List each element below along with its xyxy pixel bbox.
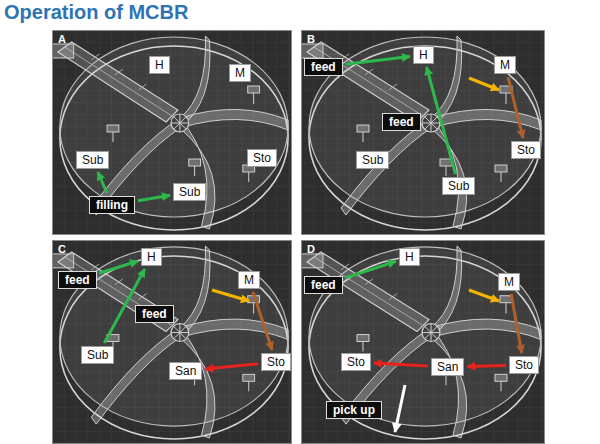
label-text: Sto [253, 151, 271, 165]
compartment-label: H [141, 248, 162, 266]
label-text: feed [311, 60, 336, 74]
flow-arrow [508, 77, 523, 138]
label-text: Sto [267, 355, 285, 369]
flow-arrow [98, 172, 107, 193]
operation-label: feed [382, 113, 421, 131]
compartment-label: Sto [511, 141, 541, 159]
compartment-label: Sto [341, 353, 371, 371]
compartment-label: H [399, 248, 420, 266]
stage-panel: CH M SubSan Sto feed feed [52, 240, 292, 444]
flow-arrow [346, 261, 396, 277]
label-text: Sto [515, 358, 533, 372]
label-text: San [175, 364, 196, 378]
compartment-label: Sto [261, 353, 291, 371]
stage-panel: BHMSubSubStofeedfeed [301, 30, 545, 235]
compartment-label: Sub [76, 151, 109, 169]
label-text: M [235, 66, 245, 80]
operation-label: pick up [326, 401, 382, 419]
label-text: H [155, 58, 164, 72]
panel-letter: D [307, 243, 539, 256]
label-text: Sub [362, 153, 383, 167]
flow-arrow [469, 290, 499, 301]
label-text: H [405, 250, 414, 264]
flow-arrow [346, 57, 410, 65]
stage-panel: DH M Sto San Sto feed pick up [301, 240, 545, 444]
compartment-label: Sto [247, 149, 277, 167]
flow-arrow [212, 290, 249, 301]
flow-arrow [100, 261, 138, 273]
compartment-label: Sub [442, 177, 475, 195]
flow-arrow [511, 294, 522, 353]
operation-label: filling [89, 196, 135, 214]
stage-panel: AHMSubSubStofilling [52, 30, 292, 235]
label-text: feed [389, 115, 414, 129]
compartment-label: Sub [356, 151, 389, 169]
page-title: Operation of MCBR [4, 1, 600, 24]
label-text: feed [142, 307, 167, 321]
label-text: filling [96, 198, 128, 212]
label-text: M [504, 275, 514, 289]
label-text: pick up [333, 403, 375, 417]
flow-arrow [469, 78, 499, 90]
label-text: San [437, 360, 458, 374]
label-text: H [419, 48, 428, 62]
flow-arrow [467, 365, 506, 366]
label-text: Sub [87, 348, 108, 362]
label-text: feed [311, 278, 336, 292]
pickup-arrow [395, 385, 405, 432]
label-text: Sub [448, 179, 469, 193]
compartment-label: San [431, 358, 464, 376]
compartment-label: San [169, 362, 202, 380]
compartment-label: M [229, 64, 251, 82]
compartment-label: Sub [81, 346, 114, 364]
panel-letter: A [58, 33, 286, 46]
flow-arrow [138, 195, 170, 200]
panel-letter: C [58, 243, 286, 256]
operation-label: feed [304, 276, 343, 294]
operation-label: feed [58, 271, 97, 289]
operation-label: feed [135, 305, 174, 323]
label-text: feed [65, 273, 90, 287]
flow-arrow [427, 67, 456, 174]
compartment-label: Sub [173, 183, 206, 201]
compartment-label: Sto [509, 356, 539, 374]
label-text: Sub [82, 153, 103, 167]
label-text: Sto [347, 355, 365, 369]
label-text: M [500, 58, 510, 72]
label-text: Sto [517, 143, 535, 157]
operation-label: feed [304, 58, 343, 76]
compartment-label: H [149, 56, 170, 74]
label-text: Sub [179, 185, 200, 199]
label-text: M [244, 273, 254, 287]
compartment-label: H [413, 46, 434, 64]
compartment-label: M [498, 273, 520, 291]
compartment-label: M [494, 56, 516, 74]
compartment-label: M [238, 271, 260, 289]
flow-arrow [253, 292, 272, 350]
flow-arrow [374, 363, 428, 366]
panel-letter: B [307, 33, 539, 46]
flow-arrow [205, 364, 258, 369]
label-text: H [147, 250, 156, 264]
